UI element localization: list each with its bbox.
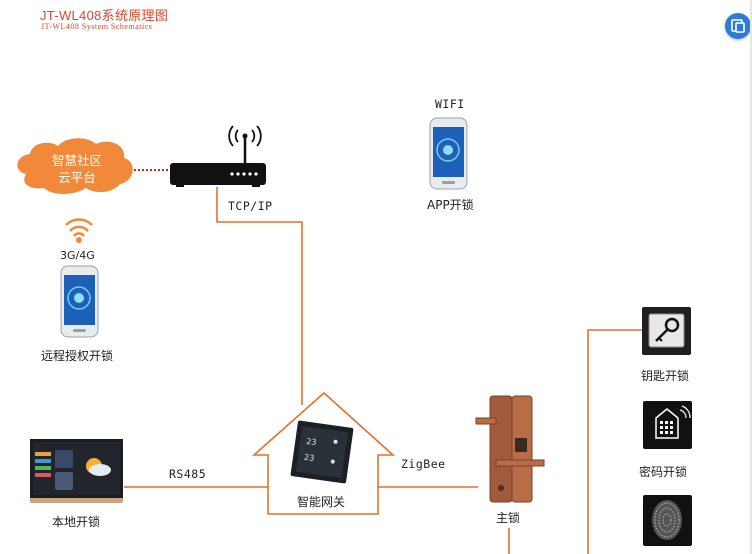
gateway-panel-icon: 23 23: [290, 420, 354, 484]
local-unlock-label: 本地开锁: [52, 515, 101, 529]
app-unlock-label: APP开锁: [427, 198, 474, 212]
fingerprint-icon: [643, 495, 692, 546]
password-unlock-label: 密码开锁: [639, 465, 688, 479]
key-icon: [642, 307, 691, 355]
cloud-platform-label: 智慧社区 云平台: [44, 152, 110, 186]
local-panel-icon: [30, 439, 123, 503]
wifi-label: WIFI: [435, 97, 465, 111]
router-icon: [170, 125, 266, 187]
auth-bus-line: [587, 329, 642, 554]
gateway-label: 智能网关: [297, 495, 346, 509]
rs485-label: RS485: [169, 467, 207, 481]
tcpip-line: [216, 187, 303, 405]
main-lock-label: 主锁: [496, 511, 521, 525]
cloud-icon: [17, 138, 133, 194]
remote-phone-icon: [60, 265, 99, 338]
signal-label: 3G/4G: [60, 249, 95, 262]
password-keypad-icon: [643, 401, 692, 449]
diagram-subtitle: JT-WL408 System Schematics: [41, 22, 153, 31]
zigbee-label: ZigBee: [401, 457, 446, 471]
tcpip-label: TCP/IP: [228, 199, 273, 213]
diagram-title: JT-WL408系统原理图: [40, 8, 169, 23]
main-lock-icon: [475, 395, 545, 503]
svg-text:23: 23: [306, 437, 317, 447]
image-tool-icon: [731, 19, 745, 33]
cloud-label-line2: 云平台: [58, 170, 96, 185]
page-edge: [750, 0, 752, 554]
key-unlock-label: 钥匙开锁: [641, 369, 690, 383]
wifi-phone-icon: [429, 117, 468, 190]
connection-lines: [124, 187, 642, 554]
cloud-label-line1: 智慧社区: [51, 153, 102, 168]
signal-icon: [65, 218, 93, 243]
remote-unlock-label: 远程授权开锁: [41, 349, 114, 363]
image-tool-button[interactable]: [725, 13, 751, 39]
svg-text:23: 23: [303, 453, 314, 463]
